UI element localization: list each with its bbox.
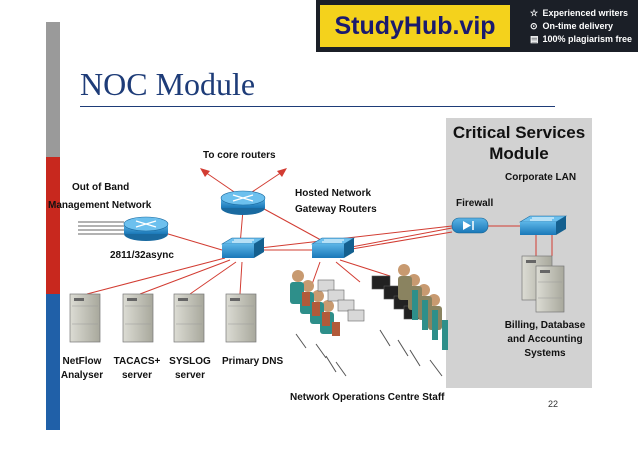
label-to-core-routers: To core routers <box>203 150 276 161</box>
async-lines <box>78 221 124 235</box>
label-corporate-lan: Corporate LAN <box>505 172 577 183</box>
server-netflow <box>69 293 101 343</box>
document-icon: ▤ <box>530 34 539 44</box>
label-billing-1: Billing, Database <box>504 320 586 331</box>
link-hosted-firewall <box>345 227 453 249</box>
critical-services-title-line1: Critical Services <box>452 123 586 142</box>
star-icon: ☆ <box>530 8 539 18</box>
firewall-device <box>451 217 489 234</box>
label-billing: Billing, Database and Accounting Systems <box>492 320 598 360</box>
server-billing <box>521 255 565 313</box>
switch-corporate-lan <box>518 215 568 235</box>
slide-title: NOC Module <box>80 66 256 102</box>
server-primary-dns <box>225 293 257 343</box>
async-router <box>123 216 169 241</box>
banner-feature-3: ▤ 100% plagiarism free <box>530 34 632 45</box>
critical-services-panel <box>446 118 592 388</box>
banner-feature-text: On-time delivery <box>542 21 614 31</box>
label-billing-3: Systems <box>524 348 566 359</box>
arrow-core-left <box>200 168 210 177</box>
label-out-of-band-1: Out of Band <box>72 182 130 193</box>
studyhub-logo-box[interactable] <box>320 5 510 47</box>
label-netflow: NetFlow Analyser <box>56 356 108 382</box>
link-router-hosted-switch <box>254 203 331 246</box>
server-tacacs <box>122 293 154 343</box>
noc-staff-left <box>290 270 365 377</box>
banner-feature-text: Experienced writers <box>542 8 629 18</box>
label-billing-2: and Accounting <box>507 334 583 345</box>
label-tacacs-1: TACACS+ <box>113 356 161 367</box>
link-tacacs <box>139 259 231 295</box>
link-staff-3 <box>339 259 391 277</box>
switch-hosted <box>310 237 356 258</box>
label-hosted-network-2: Gateway Routers <box>295 204 377 215</box>
label-out-of-band-2: Management Network <box>48 200 152 211</box>
server-syslog <box>173 293 205 343</box>
page-number: 22 <box>548 399 559 409</box>
critical-services-title: Critical Services Module <box>446 122 592 164</box>
banner-feature-1: ☆ Experienced writers <box>530 8 628 19</box>
label-netflow-2: Analyser <box>60 370 104 381</box>
label-async-router: 2811/32async <box>110 250 174 261</box>
link-syslog <box>189 261 237 295</box>
arrow-core-right <box>277 168 287 177</box>
label-tacacs-2: server <box>121 370 153 381</box>
label-syslog-2: server <box>174 370 206 381</box>
label-syslog-1: SYSLOG <box>169 356 211 367</box>
label-hosted-network-1: Hosted Network <box>295 188 372 199</box>
banner-feature-text: 100% plagiarism free <box>542 34 633 44</box>
core-arrows <box>200 168 287 177</box>
clock-icon: ⊙ <box>530 21 538 31</box>
label-syslog: SYSLOG server <box>164 356 216 382</box>
banner-feature-2: ⊙ On-time delivery <box>530 21 613 32</box>
link-staff-2 <box>335 261 361 283</box>
switch-core <box>220 237 266 258</box>
studyhub-logo-text[interactable]: StudyHub.vip <box>334 12 496 40</box>
label-noc-staff: Network Operations Centre Staff <box>290 392 445 403</box>
core-router <box>220 190 266 215</box>
link-netflow <box>86 257 226 295</box>
side-stripe-red <box>46 157 60 294</box>
link-hosted-firewall-2 <box>345 231 453 251</box>
label-netflow-1: NetFlow <box>62 356 102 367</box>
noc-staff-right <box>371 264 448 377</box>
label-primary-dns: Primary DNS <box>222 356 284 367</box>
side-stripe-gray <box>46 22 60 157</box>
link-dns <box>239 261 243 295</box>
side-stripe-blue <box>46 294 60 430</box>
label-firewall: Firewall <box>456 198 494 209</box>
link-switch-firewall-1 <box>259 225 453 249</box>
critical-services-title-line2: Module <box>489 144 549 163</box>
label-tacacs: TACACS+ server <box>110 356 164 382</box>
title-underline <box>80 106 555 107</box>
